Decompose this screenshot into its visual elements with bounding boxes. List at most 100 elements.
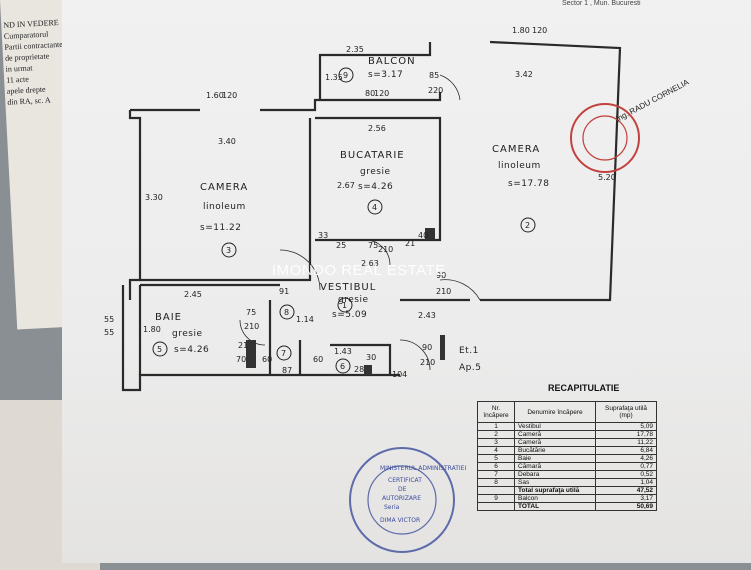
cell: Cameră — [514, 430, 596, 439]
dim-label: 3.42 — [515, 70, 533, 79]
dim-label: 85 — [429, 71, 439, 80]
floor-label: Et.1 — [459, 346, 479, 356]
room-number-circle — [367, 199, 383, 215]
dim-label: 1.43 — [334, 347, 352, 356]
stamp-text: MINISTERUL ADMINISTRATIEI — [380, 465, 466, 472]
cell: 6 — [477, 462, 515, 471]
table-row: 3 Cameră 11,22 — [477, 438, 657, 447]
room-name-camera2: CAMERA — [492, 144, 540, 155]
dim-label: 1.80 — [143, 325, 161, 334]
cell: 3,17 — [595, 494, 657, 503]
cell — [477, 502, 515, 511]
cell: 4 — [477, 446, 515, 455]
dim-label: 55 — [104, 328, 114, 337]
dim-label: 210 — [436, 287, 451, 296]
room-finish-camera2: linoleum — [498, 161, 541, 171]
dim-label: 28 — [354, 365, 364, 374]
room-name-camera3: CAMERA — [200, 182, 248, 193]
column-header: Denumire încăpere — [514, 401, 596, 423]
dim-label: 104 — [392, 370, 407, 379]
room-number-9: 9 — [343, 71, 348, 80]
dim-label: 210 — [244, 322, 259, 331]
dim-label: 70 — [236, 355, 246, 364]
dim-label: 80 — [365, 89, 375, 98]
room-number-5: 5 — [157, 345, 162, 354]
room-finish-camera3: linoleum — [203, 202, 246, 212]
room-area-vestibul: s=5.09 — [332, 310, 367, 320]
dim-label: 2.67 — [337, 181, 355, 190]
dim-label: 120 — [374, 89, 389, 98]
dim-label: 210 — [378, 245, 393, 254]
dim-label: 60 — [313, 355, 323, 364]
door-swing-3 — [439, 74, 461, 101]
stamp-text: CERTIFICAT — [388, 477, 422, 484]
room-number-circle — [520, 217, 536, 233]
cell: 7 — [477, 470, 515, 479]
cell: 5,09 — [595, 422, 657, 431]
dim-label: 90 — [436, 271, 446, 280]
door-swing-6 — [399, 339, 431, 371]
room-name-vestibul: VESTIBUL — [320, 282, 376, 293]
dim-label: 1.14 — [296, 315, 314, 324]
table-row: 9 Balcon 3,17 — [477, 494, 657, 503]
cell: Cameră — [514, 438, 596, 447]
red-stamp-outer — [570, 103, 640, 173]
room-area-baie: s=4.26 — [174, 345, 209, 355]
dim-label: 55 — [104, 315, 114, 324]
dim-label: 1.35 — [325, 73, 343, 82]
room-area-bucatarie: s=4.26 — [358, 182, 393, 192]
cell: 4,26 — [595, 454, 657, 463]
column-header: Nr. încăpere — [477, 401, 515, 423]
total-util-row: Total suprafaţa utilă 47,52 — [477, 486, 657, 495]
room-finish-bucatarie: gresie — [360, 167, 390, 177]
dim-label: 220 — [428, 86, 443, 95]
room-number-8: 8 — [284, 308, 289, 317]
cell: 0,52 — [595, 470, 657, 479]
dim-label: 21 — [238, 341, 248, 350]
dim-label: 91 — [279, 287, 289, 296]
blue-stamp-outer — [349, 447, 455, 553]
dim-label: 30 — [366, 353, 376, 362]
dim-label: 2.63 — [361, 259, 379, 268]
dim-label: 40 — [418, 231, 428, 240]
table-row: 7 Debara 0,52 — [477, 470, 657, 479]
total-row: TOTAL 50,69 — [477, 502, 657, 511]
cell: 2 — [477, 430, 515, 439]
wall-balcon — [318, 42, 432, 100]
recap-title: RECAPITULATIE — [548, 383, 620, 393]
dim-label: 2.35 — [346, 45, 364, 54]
cell: 8 — [477, 478, 515, 487]
dim-label: 2.45 — [184, 290, 202, 299]
dimension-labels: 2.35 1.35 80 120 1.80 120 3.42 5.20 85 2… — [104, 26, 616, 379]
dim-label: 33 — [318, 231, 328, 240]
dim-label: 3.30 — [145, 193, 163, 202]
room-area-camera2: s=17.78 — [508, 179, 550, 189]
room-number-circle — [276, 345, 292, 361]
cell: 50,69 — [595, 502, 657, 511]
dim-label: 210 — [420, 358, 435, 367]
wall-top — [130, 92, 442, 112]
cell: Total suprafaţa utilă — [514, 486, 596, 495]
room-number-3: 3 — [226, 246, 231, 255]
cell: 47,52 — [595, 486, 657, 495]
room-number-circle — [338, 67, 354, 83]
room-number-circle — [279, 304, 295, 320]
door-swing-2 — [439, 279, 481, 301]
dim-label: 60 — [262, 355, 272, 364]
table-row: 1 Vestibul 5,09 — [477, 422, 657, 431]
cell: 0,77 — [595, 462, 657, 471]
dim-label: 90 — [422, 343, 432, 352]
room-name-balcon: BALCON — [368, 56, 416, 67]
cell: 3 — [477, 438, 515, 447]
dim-label: 21 — [405, 239, 415, 248]
dim-label: 3.40 — [218, 137, 236, 146]
stamp-text: AUTORIZARE — [382, 495, 421, 502]
red-stamp-inner — [582, 115, 628, 161]
stamp-text: DIMA VICTOR — [380, 517, 420, 524]
dim-label: 2.56 — [368, 124, 386, 133]
cell: 17,78 — [595, 430, 657, 439]
walls — [121, 40, 622, 392]
wall-baie — [138, 283, 280, 375]
cell: Vestibul — [514, 422, 596, 431]
